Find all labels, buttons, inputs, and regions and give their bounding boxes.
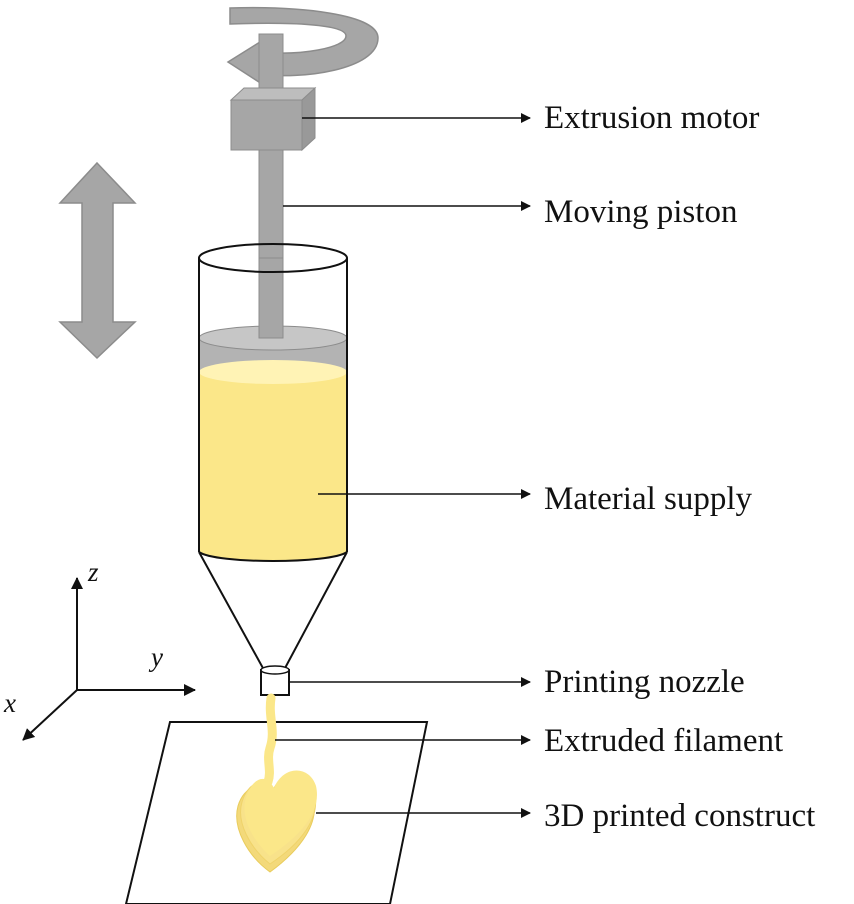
rotation-arrow-icon <box>226 6 379 86</box>
syringe-cone <box>198 551 348 671</box>
up-down-arrow-icon <box>58 161 137 360</box>
extruded-filament <box>263 693 277 787</box>
extrusion-motor <box>229 86 317 152</box>
label-material-supply: Material supply <box>544 481 753 517</box>
leader-lines <box>275 113 531 818</box>
axis-label-x: x <box>3 688 16 718</box>
label-extrusion-motor: Extrusion motor <box>544 100 759 136</box>
label-printed-construct: 3D printed construct <box>544 798 815 834</box>
coordinate-axes: z y x <box>3 557 196 741</box>
axis-label-z: z <box>87 557 99 587</box>
label-printing-nozzle: Printing nozzle <box>544 664 745 700</box>
label-moving-piston: Moving piston <box>544 194 737 230</box>
axis-label-y: y <box>148 642 163 672</box>
printing-nozzle <box>260 665 290 696</box>
syringe-barrel <box>198 243 348 562</box>
label-extruded-filament: Extruded filament <box>544 723 783 759</box>
printed-construct-heart <box>236 770 317 873</box>
